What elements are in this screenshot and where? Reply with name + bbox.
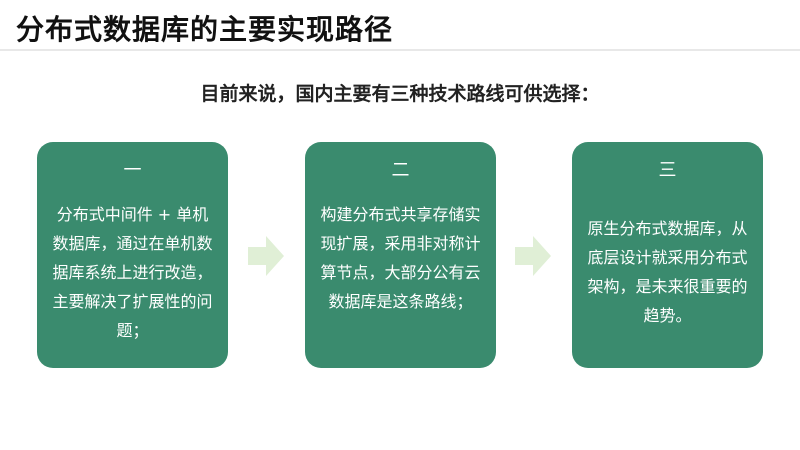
slide-subtitle: 目前来说，国内主要有三种技术路线可供选择： — [200, 83, 600, 105]
route-card-text: 分布式中间件 + 单机数据库，通过在单机数据库系统上进行改造，主要解决了扩展性的… — [52, 205, 213, 340]
arrow-right-icon — [248, 236, 284, 276]
route-card-3: 三 原生分布式数据库，从底层设计就采用分布式架构，是未来很重要的趋势。 — [572, 142, 763, 368]
title-divider — [0, 49, 800, 51]
route-card-1: 一 分布式中间件 + 单机数据库，通过在单机数据库系统上进行改造，主要解决了扩展… — [37, 142, 228, 368]
route-card-text: 构建分布式共享存储实现扩展，采用非对称计算节点，大部分公有云数据库是这条路线； — [320, 205, 481, 311]
route-card-number: 三 — [658, 160, 677, 181]
route-card-number: 一 — [123, 160, 142, 181]
slide-title: 分布式数据库的主要实现路径 — [16, 13, 394, 46]
route-card-number: 二 — [391, 160, 410, 181]
route-card-2: 二 构建分布式共享存储实现扩展，采用非对称计算节点，大部分公有云数据库是这条路线… — [305, 142, 496, 368]
route-card-text: 原生分布式数据库，从底层设计就采用分布式架构，是未来很重要的趋势。 — [587, 219, 748, 325]
arrow-right-icon — [515, 236, 551, 276]
